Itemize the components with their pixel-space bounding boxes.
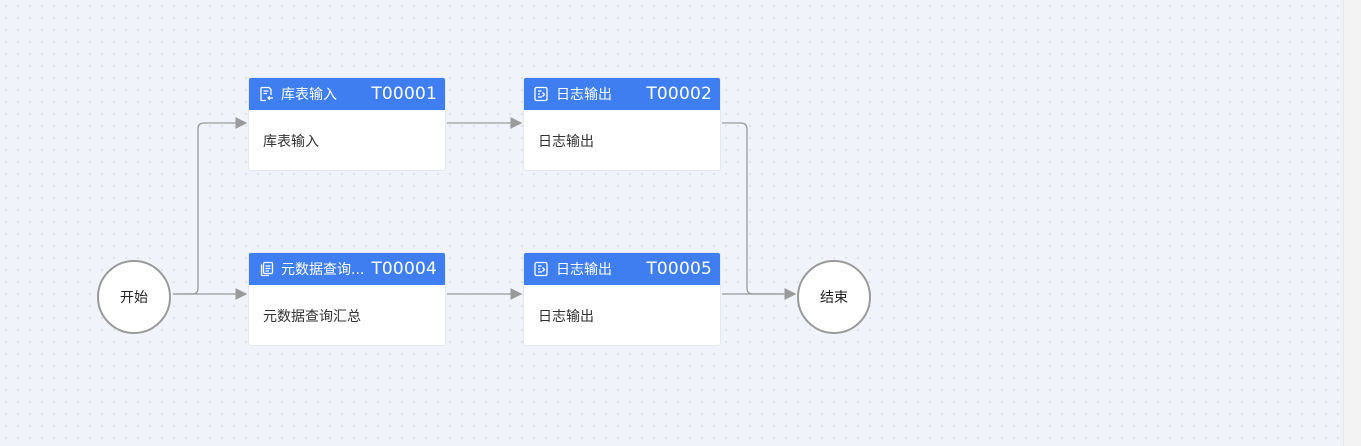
task-node-t00001[interactable]: 库表输入 T00001 库表输入 bbox=[248, 77, 446, 171]
task-node-header: 日志输出 T00002 bbox=[524, 78, 720, 110]
task-node-t00005[interactable]: 日志输出 T00005 日志输出 bbox=[523, 252, 721, 346]
task-node-body: 库表输入 bbox=[249, 110, 445, 170]
task-node-title: 日志输出 bbox=[556, 87, 612, 103]
edge-start-to-t00001 bbox=[173, 117, 248, 295]
task-node-description: 元数据查询汇总 bbox=[263, 309, 361, 325]
task-node-header: 库表输入 T00001 bbox=[249, 78, 445, 110]
task-node-header: 元数据查询... T00004 bbox=[249, 253, 445, 285]
task-node-code: T00005 bbox=[646, 259, 712, 279]
task-node-body: 日志输出 bbox=[524, 110, 720, 170]
task-node-body: 元数据查询汇总 bbox=[249, 285, 445, 345]
start-node[interactable]: 开始 bbox=[97, 260, 171, 334]
task-node-title: 日志输出 bbox=[556, 262, 612, 278]
metadata-query-icon bbox=[257, 260, 275, 278]
end-node-label: 结束 bbox=[820, 290, 848, 306]
task-node-description: 日志输出 bbox=[538, 309, 594, 325]
table-input-icon bbox=[257, 85, 275, 103]
task-node-body: 日志输出 bbox=[524, 285, 720, 345]
task-node-code: T00002 bbox=[646, 84, 712, 104]
task-node-description: 库表输入 bbox=[263, 134, 319, 150]
task-node-description: 日志输出 bbox=[538, 134, 594, 150]
task-node-code: T00004 bbox=[371, 259, 437, 279]
vertical-scrollbar[interactable] bbox=[1343, 0, 1361, 446]
task-node-title: 库表输入 bbox=[281, 87, 337, 103]
task-node-code: T00001 bbox=[371, 84, 437, 104]
task-node-title: 元数据查询... bbox=[281, 262, 365, 278]
log-output-icon bbox=[532, 85, 550, 103]
end-node[interactable]: 结束 bbox=[797, 260, 871, 334]
task-node-header: 日志输出 T00005 bbox=[524, 253, 720, 285]
start-node-label: 开始 bbox=[120, 290, 148, 306]
task-node-t00002[interactable]: 日志输出 T00002 日志输出 bbox=[523, 77, 721, 171]
task-node-t00004[interactable]: 元数据查询... T00004 元数据查询汇总 bbox=[248, 252, 446, 346]
edge-t00002-to-end bbox=[722, 122, 797, 300]
log-output-icon bbox=[532, 260, 550, 278]
